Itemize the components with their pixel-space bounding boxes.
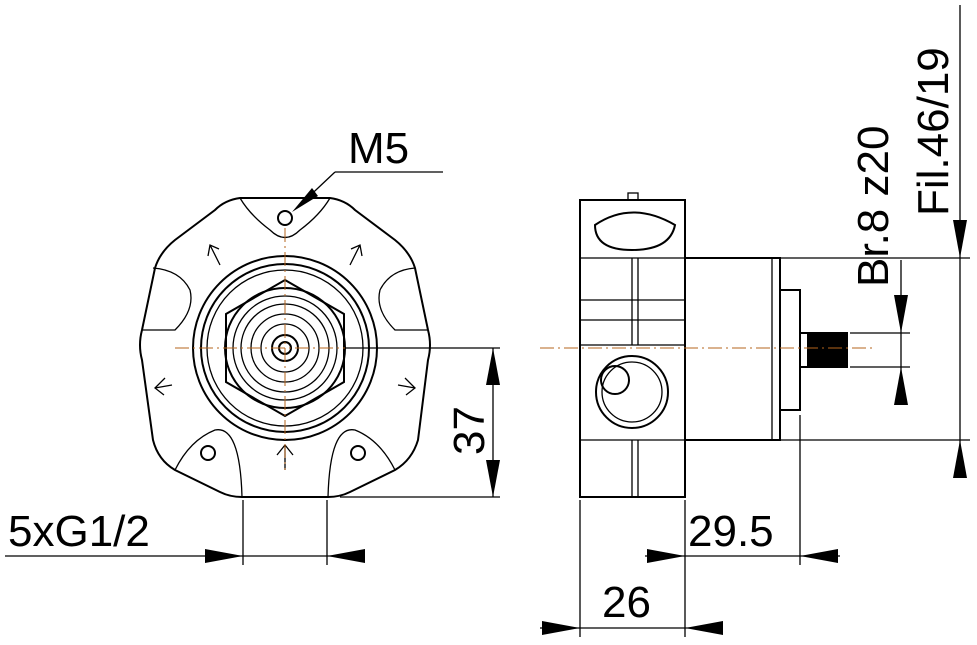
port-top (593, 211, 677, 252)
label-fil-46-19: Fil.46/19 (909, 47, 958, 216)
m5-hole (277, 210, 293, 226)
front-view: M5 (139, 124, 443, 498)
mount-hole (350, 445, 366, 461)
label-29-5: 29.5 (688, 507, 774, 556)
side-view (540, 192, 875, 498)
flange (779, 289, 801, 411)
label-26: 26 (602, 578, 651, 627)
port-side (595, 355, 669, 429)
label-37: 37 (445, 406, 494, 455)
label-m5: M5 (348, 124, 409, 173)
spline-stem (808, 332, 848, 368)
label-5xg1-2: 5xG1/2 (8, 507, 150, 556)
dimensions: 37 5xG1/2 29.5 26 Br.8 z20 Fil (5, 5, 970, 637)
mount-hole (200, 445, 216, 461)
cartridge (684, 257, 781, 441)
label-br8-z20: Br.8 z20 (849, 126, 898, 287)
